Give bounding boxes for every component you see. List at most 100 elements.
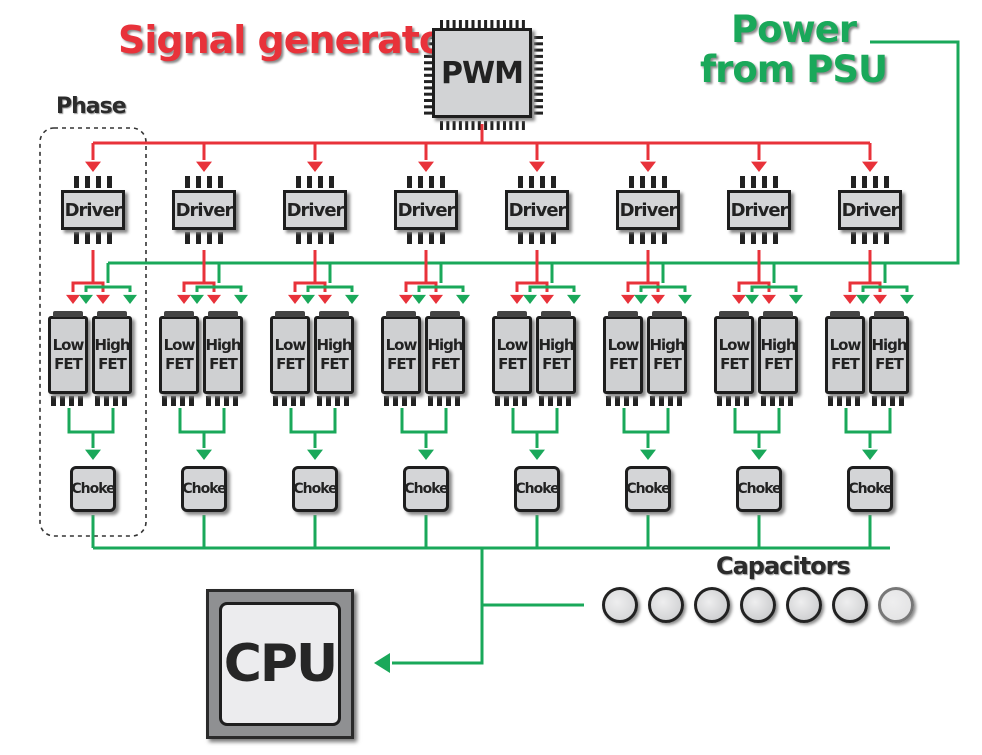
fet-pin [522,396,527,406]
signal-arrow-icon [862,161,878,172]
pwm-pin-top [496,20,500,29]
signal-arrow-icon [307,161,323,172]
low-fet-signal-arrow-icon [66,294,80,304]
high-fet-power-arrow-icon [678,294,692,304]
high-fet-power-arrow-icon [234,294,248,304]
fet-label-line: Low [607,336,640,354]
low-fet-signal-arrow-icon [843,294,857,304]
driver-pin-top [429,176,434,188]
power-branch [528,285,576,292]
pwm-pin-left [424,61,433,65]
driver-pin-bottom [884,232,889,244]
fet-label-line: FET [542,355,571,373]
pwm-chip: PWM [432,28,532,118]
fet-label-line: FET [875,355,904,373]
low-fet-power-arrow-icon [523,294,537,304]
pwm-pin-top [446,20,450,29]
high-fet-signal-arrow-icon [429,294,443,304]
driver-pin-top [96,176,101,188]
fet-label-line: Low [385,336,418,354]
pwm-pin-top [465,20,469,29]
capacitor [878,587,914,623]
driver-pin-bottom [773,232,778,244]
fet-pin [615,396,620,406]
driver-pin-top [407,176,412,188]
pwm-pin-right [534,48,543,52]
driver-pin-bottom [640,232,645,244]
fet-pin [233,396,238,406]
driver-pin-top [773,176,778,188]
low-fet-signal-arrow-icon [177,294,191,304]
fet-label-line: High [427,336,463,354]
high-fet-power-arrow-icon [567,294,581,304]
driver-pin-top [207,176,212,188]
signal-generator-label: Signal generator [118,18,463,62]
driver-pin-bottom [329,232,334,244]
power-branch [750,285,798,292]
pwm-pin-right [534,105,543,109]
driver-pin-bottom [185,232,190,244]
driver-pin-bottom [440,232,445,244]
pwm-pin-bottom [465,121,469,130]
capacitor [786,587,822,623]
driver-pin-bottom [662,232,667,244]
choke-arrow-icon [751,449,767,460]
choke-arrow-icon [640,449,656,460]
driver-pin-top [418,176,423,188]
pwm-pin-left [424,48,433,52]
pwm-pin-bottom [452,121,456,130]
low-fet-signal-arrow-icon [621,294,635,304]
driver-pin-bottom [296,232,301,244]
pwm-pin-left [424,86,433,90]
power-from-psu-label: Power from PSU [700,10,888,90]
power-branch [306,285,354,292]
pwm-pin-top [490,20,494,29]
driver-chip: Driver [505,190,569,230]
fet-pin [557,396,562,406]
choke: Choke [292,466,338,512]
fet-pin [273,396,278,406]
fet-pin [317,396,322,406]
pwm-pin-left [424,67,433,71]
fet-pin [624,396,629,406]
fet-pin [393,396,398,406]
driver-pin-top [762,176,767,188]
fet-label-line: High [649,336,685,354]
driver-pin-top [740,176,745,188]
driver-pin-top [629,176,634,188]
pwm-pin-top [509,20,513,29]
pwm-pin-top [503,20,506,29]
pwm-pin-top [458,20,462,29]
fet-output [178,408,226,434]
pwm-pin-top [452,20,456,29]
low-fet-power-arrow-icon [856,294,870,304]
pwm-pin-left [424,73,433,77]
fet-label-line: High [538,336,574,354]
fet-pin [189,396,194,406]
fet-pin [744,396,749,406]
driver-pin-top [518,176,523,188]
driver-pin-top [884,176,889,188]
choke-arrow-icon [196,449,212,460]
fet-label-line: High [205,336,241,354]
high-fet-signal-arrow-icon [540,294,554,304]
fet-pin [735,396,740,406]
choke: Choke [625,466,671,512]
fet-pin [122,396,127,406]
driver-pin-top [218,176,223,188]
fet-pin [224,396,229,406]
pwm-pin-right [534,73,543,77]
fet-pin [446,396,451,406]
pwm-pin-bottom [484,121,488,130]
driver-pin-bottom [318,232,323,244]
fet-label-line: FET [387,355,416,373]
